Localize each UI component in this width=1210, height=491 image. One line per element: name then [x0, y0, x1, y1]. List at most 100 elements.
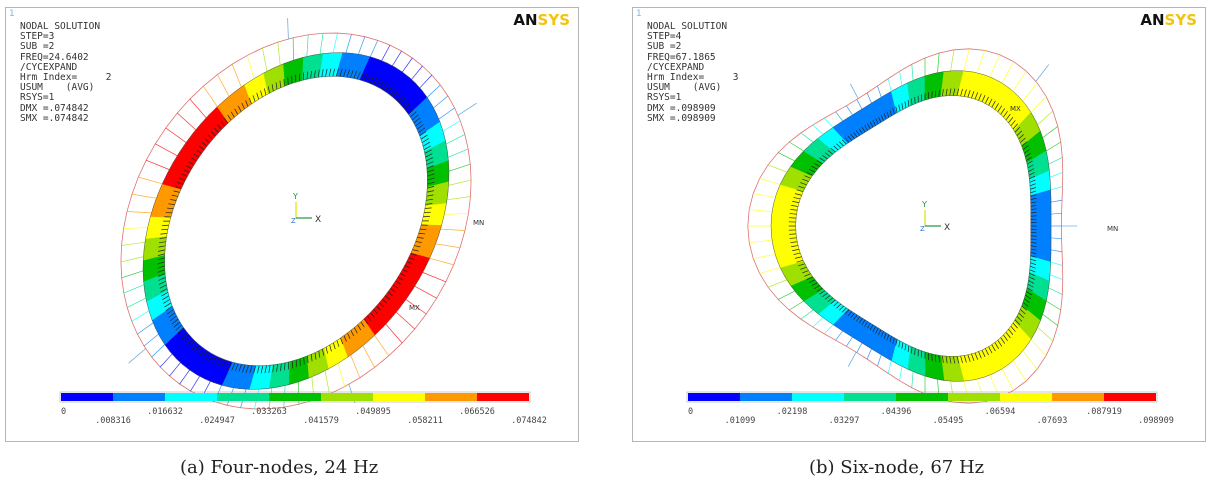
mesh-line: [188, 340, 195, 348]
mesh-line: [942, 89, 944, 97]
mesh-line: [360, 72, 365, 81]
legend-label: .098909: [1138, 416, 1174, 426]
mesh-line: [387, 291, 393, 297]
contour-legend: 0.008316.016632.024947.033263.041579.049…: [59, 391, 547, 426]
mesh-line: [985, 348, 989, 356]
mesh-line: [420, 134, 428, 140]
mesh-line: [841, 139, 847, 145]
mesh-line: [892, 337, 895, 344]
mesh-line: [792, 249, 800, 251]
info-harmonic-index: Hrm Index= 2: [20, 72, 112, 84]
mesh-line: [422, 141, 430, 147]
mesh-line: [952, 88, 956, 96]
mesh-line: [892, 108, 895, 115]
sector-spoke: [287, 18, 289, 39]
mesh-line: [202, 350, 208, 358]
frame-tick: [433, 95, 449, 109]
mesh-line: [794, 256, 802, 259]
mesh-line: [907, 100, 910, 107]
mesh-line: [321, 69, 324, 77]
frame-tick: [899, 71, 903, 86]
caption-b: (b) Six-node, 67 Hz: [809, 457, 985, 478]
frame-tick: [1046, 141, 1061, 152]
mesh-line: [816, 160, 823, 165]
info-step: STEP=3: [20, 31, 55, 43]
mesh-line: [179, 177, 186, 181]
mesh-line: [1029, 183, 1036, 187]
mesh-line: [378, 80, 384, 88]
legend-label: .066526: [459, 407, 495, 417]
frame-tick: [777, 290, 795, 300]
frame-tick: [306, 34, 309, 57]
frame-tick: [435, 243, 461, 249]
mesh-line: [408, 108, 415, 115]
figure-panel-a: 1 NODAL SOLUTION STEP=3 SUB =2 FREQ=24.6…: [5, 7, 579, 442]
mesh-line: [956, 356, 960, 364]
mesh-line: [1030, 194, 1037, 197]
mesh-line: [824, 152, 831, 157]
mesh-line: [1003, 110, 1008, 118]
mesh-line: [314, 352, 317, 360]
mesh-line: [844, 309, 850, 315]
frame-tick: [246, 55, 255, 79]
legend-label: .074842: [511, 416, 547, 426]
mesh-line: [188, 161, 195, 166]
frame-tick: [835, 330, 844, 341]
mesh-line: [395, 280, 401, 285]
mesh-line: [1026, 291, 1032, 296]
mesh-line: [363, 73, 368, 82]
mesh-line: [410, 111, 417, 118]
mesh-line: [171, 318, 179, 325]
frame-tick: [143, 333, 159, 347]
mesh-line: [161, 291, 169, 297]
frame-tick: [1050, 199, 1063, 203]
caption-a: (a) Four-nodes, 24 Hz: [180, 457, 379, 478]
info-title: NODAL SOLUTION: [647, 21, 728, 32]
mesh-line: [175, 324, 182, 331]
mesh-line: [1029, 175, 1036, 180]
frame-tick: [165, 127, 187, 143]
legend-swatch: [425, 393, 477, 401]
mesh-line: [1030, 251, 1037, 255]
axis-y-label: Y: [921, 200, 927, 209]
frame-tick: [444, 213, 469, 215]
ansys-logo: ANSYS: [513, 11, 570, 29]
mesh-line: [822, 154, 828, 160]
frame-tick: [812, 124, 824, 135]
mesh-line: [945, 356, 948, 364]
frame-tick: [789, 300, 804, 311]
sector-spoke: [128, 348, 146, 364]
mesh-line: [904, 343, 907, 351]
frame-tick: [217, 74, 230, 97]
mesh-line: [424, 207, 432, 209]
frame-tick: [137, 322, 154, 335]
frame-tick: [422, 272, 446, 283]
mesh-line: [427, 173, 435, 177]
mesh-line: [157, 269, 165, 273]
mesh-line: [861, 319, 866, 326]
mesh-line: [207, 134, 213, 140]
legend-swatch: [948, 393, 1000, 401]
contour-legend: 0.01099.02198.03297.04396.05495.06594.07…: [686, 391, 1174, 426]
mesh-line: [423, 145, 431, 151]
mesh-line: [411, 114, 419, 121]
frame-tick: [127, 297, 147, 308]
mesh-line: [1016, 316, 1023, 322]
frame-tick: [324, 370, 330, 395]
frame-tick: [877, 354, 882, 367]
mesh-line: [938, 89, 940, 97]
frame-tick: [749, 239, 773, 243]
mesh-line: [328, 68, 332, 77]
solution-info: NODAL SOLUTION STEP=4 SUB =2 FREQ=67.186…: [647, 21, 739, 124]
mesh-line: [271, 84, 274, 92]
mesh-line: [1030, 204, 1037, 207]
mesh-line: [256, 365, 260, 374]
mesh-line: [836, 143, 842, 149]
mesh-line: [789, 213, 797, 215]
axis-z-label: Z: [291, 217, 296, 225]
mesh-line: [824, 295, 831, 300]
mesh-line: [260, 90, 263, 98]
mesh-line: [1005, 331, 1011, 339]
mesh-line: [224, 360, 229, 369]
mesh-line: [796, 189, 804, 193]
